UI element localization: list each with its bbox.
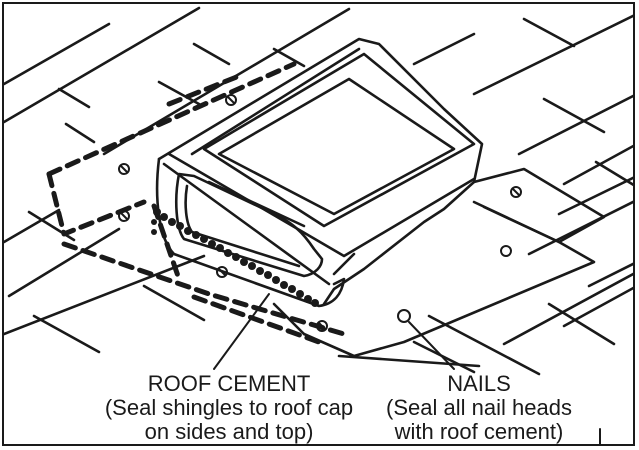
roof-cement-leader: [213, 293, 270, 370]
roof-vent-body: [155, 37, 484, 308]
nail-head-icon: [118, 210, 130, 222]
shingle-lines: [4, 6, 633, 376]
roof-cement-callout: ROOF CEMENT (Seal shingles to roof cap o…: [49, 372, 409, 444]
nail-head-icon: [216, 266, 228, 278]
roof-cement-label: ROOF CEMENT: [147, 371, 311, 396]
diagram-frame: ROOF CEMENT (Seal shingles to roof cap o…: [2, 2, 635, 446]
nail-head-icon: [397, 309, 411, 323]
roof-vent-installation-drawing: [4, 6, 633, 444]
nail-head-icon: [510, 186, 522, 198]
roof-cement-bead-icon: [151, 208, 319, 307]
nails-note-line1: (Seal all nail heads: [386, 395, 572, 420]
nail-head-icon: [118, 163, 130, 175]
nail-head-icon: [316, 320, 328, 332]
nails-label: NAILS: [447, 371, 511, 396]
dashed-shingle-edges: [46, 61, 347, 345]
roof-cement-note-line1: (Seal shingles to roof cap: [104, 395, 354, 420]
nail-head-icon: [500, 245, 512, 257]
nails-callout: NAILS (Seal all nail heads with roof cem…: [354, 372, 604, 444]
roof-cement-note-line2: on sides and top): [144, 419, 314, 444]
nail-heads: [118, 94, 522, 332]
nails-leader: [408, 321, 455, 370]
nail-head-icon: [225, 94, 237, 106]
flashing-base: [272, 167, 606, 358]
nails-note-line2: with roof cement): [394, 419, 564, 444]
